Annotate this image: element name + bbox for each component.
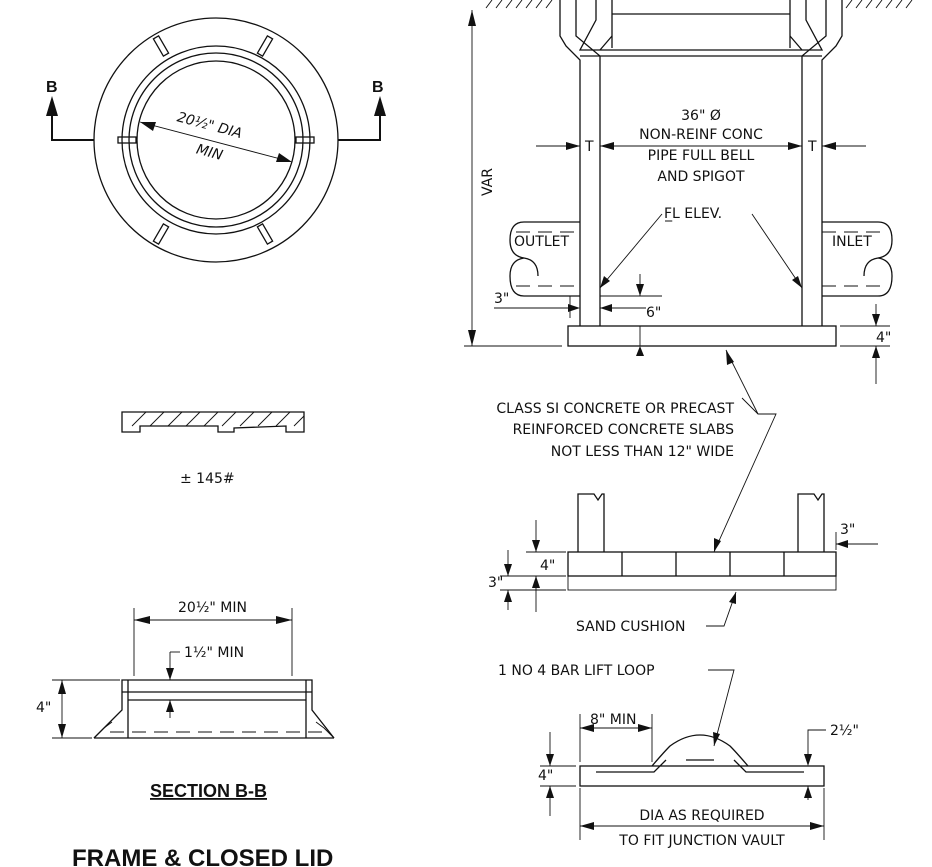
vault-section: VAR 36" Ø NON-REINF CONC PIPE FULL BELL … <box>464 0 913 384</box>
lift-loop-label: 1 NO 4 BAR LIFT LOOP <box>498 663 655 679</box>
bb-top-dim: 20½" MIN <box>178 600 247 616</box>
section-bb-title: SECTION B-B <box>150 781 267 801</box>
section-mark-right: B <box>372 79 384 96</box>
dim-3-label: 3" <box>494 291 509 307</box>
pipe-line-1: NON-REINF CONC <box>639 127 763 143</box>
frame-plan-view: B B 20½" DIA MIN <box>46 17 386 263</box>
bb-height-dim: 4" <box>36 700 51 716</box>
slab-note-line-2: NOT LESS THAN 12" WIDE <box>551 444 734 460</box>
pipe-line-3: AND SPIGOT <box>657 169 745 185</box>
lift-slab-detail: 1 NO 4 BAR LIFT LOOP 8" MIN 2½" 4" <box>498 663 859 849</box>
outlet-label: OUTLET <box>514 234 569 250</box>
var-label: VAR <box>480 168 496 196</box>
sand-cushion-label: SAND CUSHION <box>576 619 685 635</box>
main-title: FRAME & CLOSED LID <box>72 845 333 867</box>
slab-dim-3-left: 3" <box>488 575 503 591</box>
dia-line-1: DIA AS REQUIRED <box>639 808 764 824</box>
section-mark-left: B <box>46 79 58 96</box>
dim-4-label: 4" <box>876 330 891 346</box>
lid-weight-label: ± 145# <box>180 471 235 487</box>
plan-min-label: MIN <box>194 142 224 164</box>
pipe-line-2: PIPE FULL BELL <box>648 148 755 164</box>
slab-detail: 4" 3" 3" SAND CUSHION <box>488 493 878 635</box>
t-left-label: T <box>584 139 594 155</box>
bb-inner-dim: 1½" MIN <box>184 645 244 661</box>
fl-elev-label: F̲L ELEV. <box>664 206 722 222</box>
dia-line-2: TO FIT JUNCTION VAULT <box>618 833 785 849</box>
inlet-label: INLET <box>832 234 872 250</box>
slab-note-line-1: REINFORCED CONCRETE SLABS <box>513 422 735 438</box>
slab-dim-3-right: 3" <box>840 522 855 538</box>
plan-dia-label: 20½" DIA <box>175 109 244 142</box>
lid-section: ± 145# <box>121 411 305 487</box>
lift-dim-4: 4" <box>538 768 553 784</box>
section-bb: 20½" MIN 1½" MIN 4" SECTION B-B <box>36 600 335 801</box>
pipe-line-0: 36" Ø <box>681 108 721 124</box>
dim-6-label: 6" <box>646 305 661 321</box>
slab-note: CLASS SI CONCRETE OR PRECAST REINFORCED … <box>496 349 777 553</box>
slab-dim-4: 4" <box>540 558 555 574</box>
slab-note-line-0: CLASS SI CONCRETE OR PRECAST <box>496 401 734 417</box>
dim-8-min: 8" MIN <box>590 712 636 728</box>
dim-2-half: 2½" <box>830 723 859 739</box>
t-right-label: T <box>807 139 817 155</box>
